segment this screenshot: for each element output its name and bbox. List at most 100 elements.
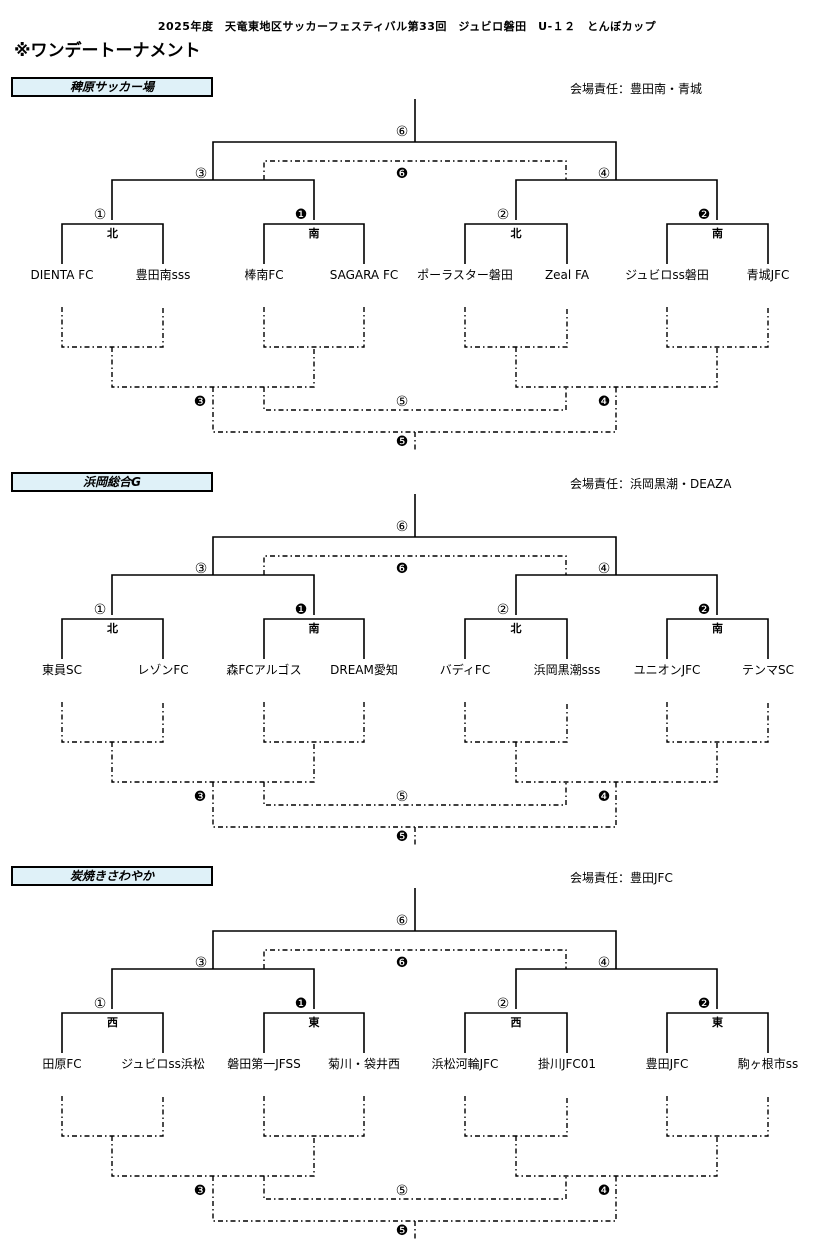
team-name: 東員SC: [42, 663, 82, 677]
page-title: 2025年度 天竜東地区サッカーフェスティバル第33回 ジュビロ磐田 U-１２ …: [157, 20, 657, 33]
semi-left-line: [111, 179, 315, 220]
third-place-line: [263, 949, 567, 969]
match-number: ❻: [396, 955, 409, 971]
match-number: ❺: [396, 829, 409, 845]
first-round-line: [263, 223, 365, 264]
match-number: ①: [94, 602, 107, 618]
match-number: ❶: [295, 207, 308, 223]
match-number: ⑤: [396, 789, 409, 805]
team-name: 豊田JFC: [646, 1057, 689, 1071]
team-name: 菊川・袋井西: [328, 1057, 400, 1071]
venue-responsible: 会場責任：豊田南・青城: [570, 82, 703, 96]
venue-name: 炭焼きさわやか: [11, 866, 213, 886]
consolation-mid-line: [263, 1176, 567, 1200]
team-name: 浜岡黒潮sss: [534, 662, 601, 677]
consolation-first-line: [61, 307, 164, 348]
team-name: 森FCアルゴス: [226, 662, 301, 677]
first-round-line: [464, 223, 568, 264]
consolation-first-line: [263, 702, 365, 743]
match-number: ⑤: [396, 394, 409, 410]
team-name: ポーラスター磐田: [417, 268, 513, 282]
venue-name: 稗原サッカー場: [11, 77, 213, 97]
final-bracket-line: [212, 930, 617, 969]
consolation-left-line: [111, 742, 315, 783]
match-number: ❹: [598, 394, 611, 410]
match-number: ①: [94, 996, 107, 1012]
consolation-first-line: [464, 307, 568, 348]
final-bracket-line: [212, 536, 617, 575]
match-number: ②: [497, 207, 510, 223]
semi-left-line: [111, 574, 315, 615]
match-number: ❺: [396, 1223, 409, 1239]
team-name: バディFC: [440, 662, 490, 677]
semi-right-line: [515, 179, 718, 220]
consolation-first-line: [464, 1096, 568, 1137]
match-number: ❹: [598, 789, 611, 805]
team-name: レゾンFC: [137, 663, 188, 677]
match-number: ❷: [698, 207, 711, 223]
consolation-first-line: [666, 1096, 769, 1137]
consolation-first-line: [263, 307, 365, 348]
team-name: Zeal FA: [545, 268, 590, 282]
group-label: 南: [712, 621, 723, 635]
match-number: ❺: [396, 434, 409, 450]
venue-responsible: 会場責任：豊田JFC: [570, 871, 673, 885]
match-number: ❶: [295, 602, 308, 618]
team-name: DREAM愛知: [330, 663, 398, 677]
match-number: ❸: [194, 789, 207, 805]
third-place-line: [263, 160, 567, 180]
first-round-line: [61, 223, 164, 264]
first-round-line: [61, 1012, 164, 1053]
team-name: 棒南FC: [244, 267, 283, 282]
team-name: ジュビロss磐田: [625, 268, 709, 282]
first-round-line: [61, 618, 164, 659]
group-label: 南: [712, 226, 723, 240]
group-label: 南: [309, 621, 320, 635]
first-round-line: [666, 1012, 769, 1053]
consolation-first-line: [666, 307, 769, 348]
first-round-line: [666, 223, 769, 264]
first-round-line: [464, 1012, 568, 1053]
group-label: 東: [712, 1015, 724, 1029]
match-number: ①: [94, 207, 107, 223]
match-number: ②: [497, 602, 510, 618]
semi-right-line: [515, 574, 718, 615]
match-number: ④: [598, 561, 611, 577]
consolation-mid-line: [263, 387, 567, 411]
match-number: ⑤: [396, 1183, 409, 1199]
team-name: 浜松河輪JFC: [432, 1056, 499, 1071]
semi-right-line: [515, 968, 718, 1009]
final-bracket-line: [212, 141, 617, 180]
group-label: 北: [107, 621, 118, 635]
venue-name: 浜岡総合G: [11, 472, 213, 492]
first-round-line: [666, 618, 769, 659]
team-name: 青城JFC: [747, 268, 790, 282]
venue-responsible: 会場責任：浜岡黒潮・DEAZA: [570, 477, 732, 491]
match-number: ❷: [698, 996, 711, 1012]
match-number: ④: [598, 955, 611, 971]
match-number: ③: [195, 166, 208, 182]
group-label: 南: [309, 226, 320, 240]
match-number: ❻: [396, 561, 409, 577]
match-number: ❸: [194, 1183, 207, 1199]
consolation-first-line: [666, 702, 769, 743]
group-label: 東: [309, 1015, 321, 1029]
team-name: 掛川JFC01: [538, 1056, 596, 1071]
first-round-line: [464, 618, 568, 659]
match-number: ❻: [396, 166, 409, 182]
consolation-first-line: [61, 702, 164, 743]
match-number: ③: [195, 955, 208, 971]
match-number: ⑥: [396, 519, 409, 535]
match-number: ⑥: [396, 913, 409, 929]
consolation-first-line: [263, 1096, 365, 1137]
team-name: ジュビロss浜松: [121, 1057, 205, 1071]
match-number: ❶: [295, 996, 308, 1012]
consolation-mid-line: [263, 782, 567, 806]
team-name: DIENTA FC: [30, 268, 93, 282]
match-number: ②: [497, 996, 510, 1012]
match-number: ⑥: [396, 124, 409, 140]
team-name: テンマSC: [742, 663, 794, 677]
consolation-left-line: [111, 1136, 315, 1177]
